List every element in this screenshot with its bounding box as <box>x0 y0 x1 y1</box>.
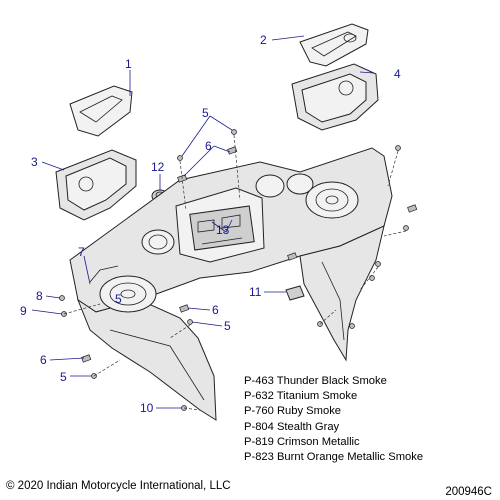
callout-12: 12 <box>151 160 165 174</box>
legend-item: P-760 Ruby Smoke <box>244 405 342 418</box>
callout-3: 3 <box>31 155 38 169</box>
legend-item: P-804 Stealth Gray <box>244 420 340 433</box>
inner-fairing <box>69 147 393 421</box>
part-3-gauge-bezel <box>55 149 137 221</box>
callouts: 1 2 3 4 5 5 5 5 6 6 6 7 8 9 10 11 12 13 <box>20 33 401 415</box>
callout-4: 4 <box>394 67 401 81</box>
callout-5-bottom-left: 5 <box>60 370 67 384</box>
callout-8: 8 <box>36 289 43 303</box>
callout-11: 11 <box>249 285 262 299</box>
copyright-notice: © 2020 Indian Motorcycle International, … <box>6 480 231 492</box>
part-2-cover <box>299 23 369 67</box>
callout-5-right: 5 <box>224 319 231 333</box>
legend-item: P-632 Titanium Smoke <box>244 390 358 403</box>
part-11-clip <box>285 285 305 301</box>
callout-13: 13 <box>216 223 230 237</box>
legend-item: P-463 Thunder Black Smoke <box>244 375 387 387</box>
part-4-gauge-bezel <box>291 63 379 131</box>
callout-5-top: 5 <box>202 106 209 120</box>
callout-7: 7 <box>78 245 85 259</box>
callout-6-right: 6 <box>212 303 219 317</box>
part-1-cover <box>69 85 133 137</box>
drawing-number: 200946C <box>445 486 492 498</box>
assembly-lines <box>63 134 407 411</box>
callout-6-left: 6 <box>40 353 47 367</box>
legend-item: P-819 Crimson Metallic <box>244 435 360 448</box>
paint-code-legend: P-463 Thunder Black Smoke P-632 Titanium… <box>244 374 423 465</box>
callout-10: 10 <box>140 401 154 415</box>
legend-item: P-823 Burnt Orange Metallic Smoke <box>244 451 424 464</box>
leader-lines <box>31 35 375 409</box>
callout-6-top: 6 <box>205 139 212 153</box>
callout-1: 1 <box>125 57 132 71</box>
callout-9: 9 <box>20 304 27 318</box>
callout-5-left-speaker: 5 <box>115 292 122 306</box>
callout-2: 2 <box>260 33 267 47</box>
